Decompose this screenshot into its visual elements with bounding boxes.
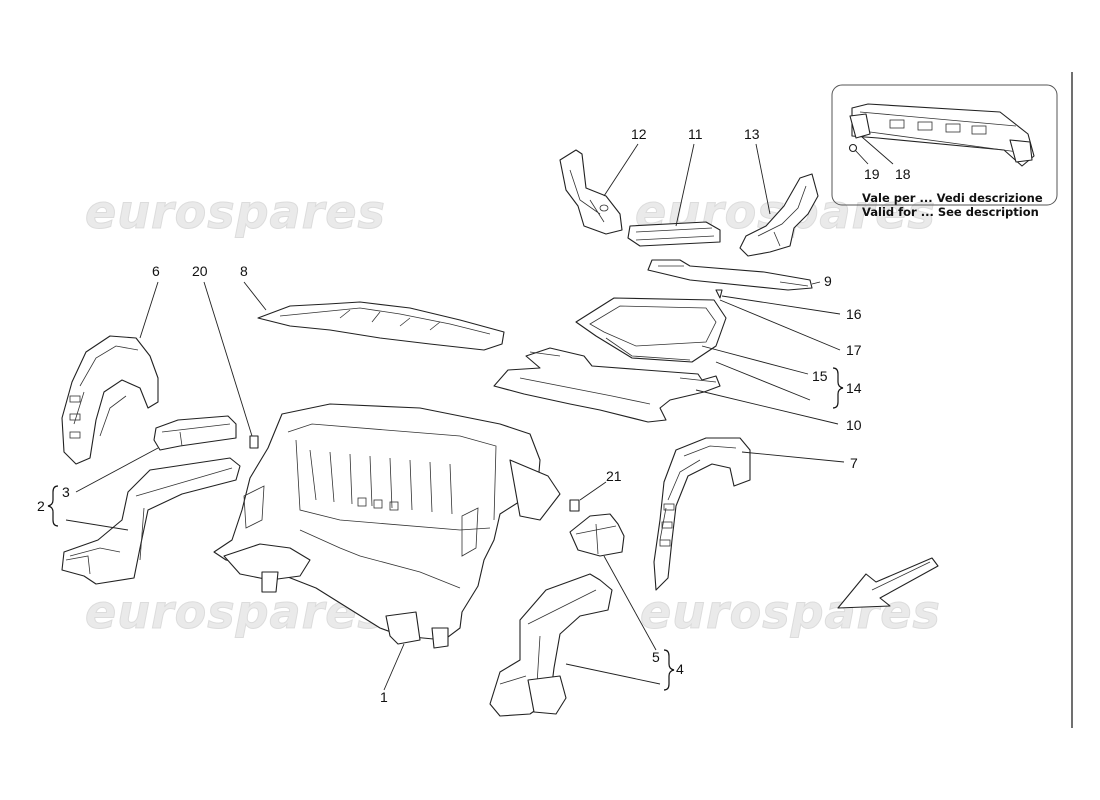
part-4 [489,573,613,717]
part-2 [61,457,241,585]
callout-16: 16 [846,306,862,322]
part-12 [559,149,623,235]
part-3 [153,415,237,451]
part-13 [739,173,819,257]
part-20 [249,435,259,449]
callout-9: 9 [824,273,832,289]
callout-5: 5 [652,649,660,665]
watermark-bottom-right: eurospares [640,585,941,639]
direction-arrow-icon [837,557,939,609]
callout-8: 8 [240,263,248,279]
callout-1: 1 [380,689,388,705]
callout-20: 20 [192,263,208,279]
part-8 [257,301,505,351]
callout-21: 21 [606,468,622,484]
inset-box: 19 18 Vale per ... Vedi descrizione Vali… [831,84,1058,219]
callout-7: 7 [850,455,858,471]
inset-note-en: Valid for ... See description [862,205,1039,219]
callout-11: 11 [688,126,703,142]
callout-2: 2 [37,498,45,514]
callout-15: 15 [812,368,828,384]
part-15 [575,297,727,363]
part-9 [647,259,813,291]
callout-12: 12 [631,126,647,142]
callout-17: 17 [846,342,862,358]
inset-note-it: Vale per ... Vedi descrizione [862,191,1043,205]
part-6 [61,335,159,465]
callout-10: 10 [846,417,862,433]
watermarks: eurospares eurospares eurospares eurospa… [85,185,941,640]
callout-3: 3 [62,484,70,500]
brace-4 [663,649,675,691]
part-21 [569,499,580,512]
part-crossmember-inset [849,103,1035,167]
part-1 [213,403,561,649]
callout-18: 18 [895,166,911,182]
part-7 [653,437,751,591]
callout-19: 19 [864,166,880,182]
part-5 [569,513,625,557]
watermark-top-left: eurospares [85,185,386,239]
callout-13: 13 [744,126,760,142]
callout-14: 14 [846,380,862,396]
part-10 [493,347,721,423]
callout-4: 4 [676,661,684,677]
brace-2 [47,485,59,527]
callout-6: 6 [152,263,160,279]
brace-14 [832,367,844,409]
part-16-clip [715,289,723,299]
part-nut-19 [848,143,858,153]
part-11 [627,221,721,247]
